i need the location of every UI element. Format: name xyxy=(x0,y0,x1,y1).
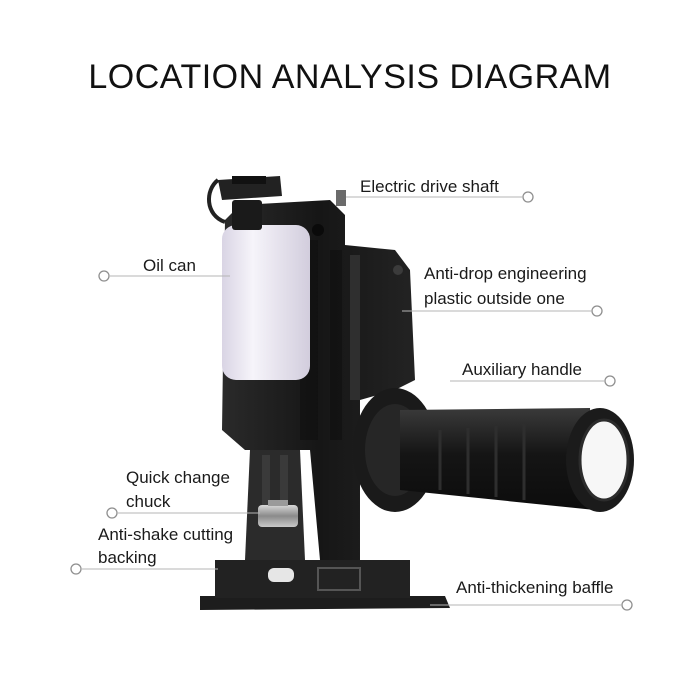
anchor-dot-aux-handle xyxy=(604,375,616,387)
base-plate xyxy=(200,560,450,610)
anchor-dot-anti-drop xyxy=(591,305,603,317)
auxiliary-handle xyxy=(353,388,634,512)
label-oil-can: Oil can xyxy=(143,256,196,275)
anchor-dot-drive-shaft xyxy=(522,191,534,203)
label-auxiliary-handle: Auxiliary handle xyxy=(462,360,583,379)
anchor-dot-anti-shake xyxy=(70,563,82,575)
oil-can xyxy=(207,176,310,380)
drive-shaft xyxy=(336,190,346,206)
label-anti-thickening-baffle: Anti-thickening baffle xyxy=(456,578,614,597)
label-anti-shake-line2: backing xyxy=(98,548,157,567)
label-anti-shake-line1: Anti-shake cutting xyxy=(98,525,234,544)
label-quick-change-line1: Quick change xyxy=(126,468,230,487)
quick-change-chuck xyxy=(258,500,298,527)
diagram-title: LOCATION ANALYSIS DIAGRAM xyxy=(88,58,612,96)
label-quick-change-line2: chuck xyxy=(126,492,171,511)
anchor-dot-quick-chuck xyxy=(106,507,118,519)
label-electric-drive-shaft: Electric drive shaft xyxy=(360,177,499,196)
anchor-dot-oil-can xyxy=(98,270,110,282)
label-anti-drop-line1: Anti-drop engineering xyxy=(424,264,587,283)
leader-lines xyxy=(82,196,621,606)
label-anti-drop-line2: plastic outside one xyxy=(424,289,565,308)
anchor-dots xyxy=(70,191,633,611)
anchor-dot-baffle xyxy=(621,599,633,611)
